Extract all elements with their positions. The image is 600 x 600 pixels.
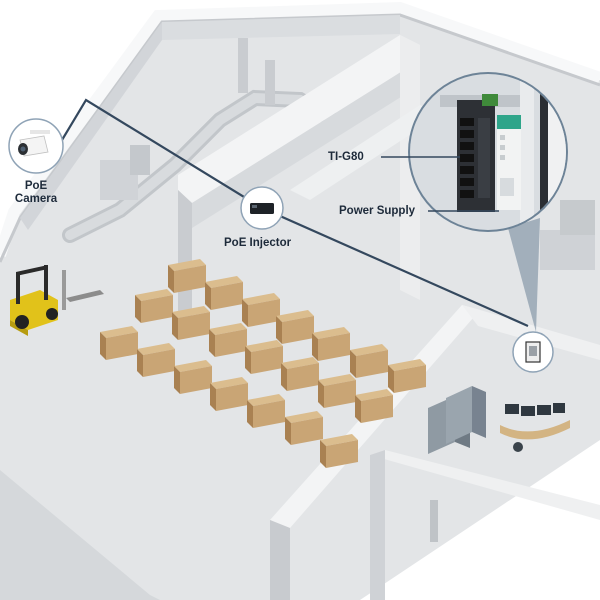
box [350, 344, 388, 356]
box [324, 380, 356, 408]
box [137, 343, 175, 355]
power-supply-unit [497, 115, 521, 210]
box-pallets [100, 259, 426, 468]
box [312, 327, 350, 339]
poe-injector-icon [240, 186, 284, 230]
box [205, 282, 211, 310]
box [168, 265, 174, 293]
box [143, 349, 175, 377]
box [242, 293, 280, 305]
camera-icon [8, 118, 64, 174]
box [172, 306, 210, 318]
box [282, 316, 314, 344]
box [350, 350, 356, 378]
machines-right [540, 200, 595, 270]
box [210, 383, 216, 411]
partition-wall-center [178, 35, 420, 203]
box [100, 332, 106, 360]
box [312, 333, 318, 361]
box [216, 383, 248, 411]
box [388, 359, 426, 371]
box [281, 363, 287, 391]
label-poe-camera-line1: PoE [24, 180, 48, 192]
box [141, 295, 173, 323]
box [137, 349, 143, 377]
box [251, 346, 283, 374]
label-poe-camera: PoE Camera [8, 180, 64, 206]
box [209, 323, 247, 335]
box [320, 440, 326, 468]
outer-wall [0, 1, 600, 257]
box [361, 395, 393, 423]
box [388, 365, 394, 393]
zoom-callout [408, 72, 568, 232]
box [245, 340, 283, 352]
box [285, 417, 291, 445]
box [209, 329, 215, 357]
box [242, 299, 248, 327]
box [253, 400, 285, 428]
box [172, 312, 178, 340]
box [318, 380, 324, 408]
box [180, 366, 212, 394]
outer-wall-bottom [0, 470, 160, 600]
box [205, 276, 243, 288]
box [276, 316, 282, 344]
box [285, 411, 323, 423]
label-switch-model: TI-G80 [328, 151, 364, 163]
box [100, 326, 138, 338]
box [326, 440, 358, 468]
server-rack-icon [428, 386, 486, 454]
box [318, 374, 356, 386]
box [135, 295, 141, 323]
box [178, 312, 210, 340]
control-desk-icon [500, 403, 570, 452]
network-cable [61, 98, 529, 328]
switch-icon [457, 94, 498, 212]
box [320, 434, 358, 446]
wall-jack-icon [512, 331, 554, 373]
label-poe-camera-line2: Camera [14, 193, 58, 205]
box [356, 350, 388, 378]
box [394, 365, 426, 393]
box [276, 310, 314, 322]
box [287, 363, 319, 391]
box [281, 357, 319, 369]
box [174, 265, 206, 293]
box [106, 332, 138, 360]
box [247, 394, 285, 406]
forklift-icon [10, 265, 104, 336]
label-power-supply: Power Supply [339, 205, 416, 217]
box [215, 329, 247, 357]
box [245, 346, 251, 374]
box [174, 366, 180, 394]
box [168, 259, 206, 271]
door [430, 500, 438, 542]
box [247, 400, 253, 428]
box [355, 395, 361, 423]
box [210, 377, 248, 389]
box [355, 389, 393, 401]
box [135, 289, 173, 301]
box [291, 417, 323, 445]
box [174, 360, 212, 372]
box [318, 333, 350, 361]
label-poe-injector: PoE Injector [224, 237, 292, 249]
box [211, 282, 243, 310]
zoom-pointer [508, 218, 540, 332]
box [248, 299, 280, 327]
